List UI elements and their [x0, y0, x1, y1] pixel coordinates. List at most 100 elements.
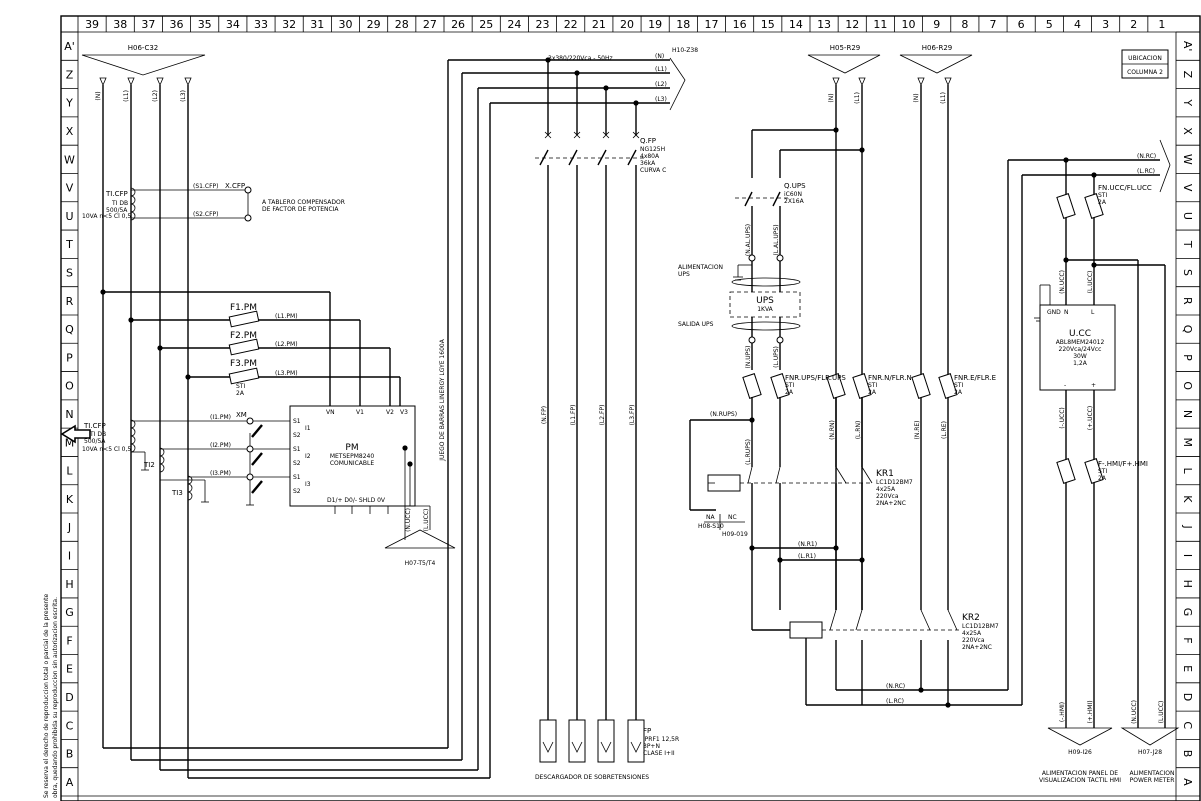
fuse-f1-pm: F1.PM	[230, 303, 257, 313]
ucc-section: FN.UCC/FL.UCC STI 2A (N.UCC) (L.UCC) GND…	[1034, 160, 1180, 784]
surge-fp-class: CLASE I+II	[643, 750, 675, 757]
ucc-title: U.CC	[1069, 329, 1091, 339]
row-letter-left: V	[66, 182, 74, 195]
breaker-q-ups-rating: 2X16A	[784, 198, 805, 205]
row-letter-left: Q	[65, 323, 74, 336]
breaker-q-ups-label: Q.UPS	[784, 182, 806, 190]
wire-n-ups: (N.UPS)	[745, 346, 752, 369]
pm-s1-b: S1	[293, 446, 301, 453]
fuse-rn-sti: STI	[868, 382, 877, 389]
row-letter-left: N	[65, 408, 73, 421]
row-letter-left: E	[66, 663, 73, 676]
pm-v2: V2	[386, 409, 394, 416]
ct-cfp-spec: TI DB	[111, 200, 128, 207]
ct-cfp-va: 10VA n<5 Cl 0,5	[82, 213, 131, 220]
pm-comm-terminals: D1/+ D0/- SHLD 0V	[327, 497, 386, 504]
ct-pm-ratio: 500/5A	[84, 438, 106, 445]
hmi-feed-label-1: ALIMENTACION PANEL DE	[1042, 770, 1118, 777]
pm-vn: VN	[326, 409, 335, 416]
wire-l3: (L3)	[180, 90, 187, 102]
row-letter-right: V	[1181, 184, 1194, 192]
column-number: 21	[592, 18, 606, 31]
row-letter-right: W	[1181, 154, 1194, 165]
fuse-hmi-label: F-.HMI/F+.HMI	[1098, 460, 1148, 468]
surge-fp-poles: 3P+N	[643, 743, 660, 750]
pm-v3: V3	[400, 409, 408, 416]
relay-kr2-label: KR2	[962, 613, 980, 623]
ucc-gnd: GND	[1047, 309, 1061, 316]
ct-pm: TI.CFP TI DB 500/5A 10VA n<5 Cl 0,5 TI2 …	[82, 411, 290, 506]
wire-l1-pm: (L1.PM)	[275, 313, 298, 320]
copyright-note-line-2: obra, quedando prohibida su reproduccion…	[52, 597, 59, 798]
wire-l-r1: (L.R1)	[798, 553, 816, 560]
row-letter-left: M	[65, 436, 75, 449]
fuse-ups-rating: 2A	[785, 389, 794, 396]
column-number: 8	[961, 18, 968, 31]
ct-pm-va: 10VA n<5 Cl 0,5	[82, 446, 131, 453]
ref-h08-s10: H08-S10	[698, 523, 724, 530]
column-number: 32	[282, 18, 296, 31]
row-letter-right: Z	[1181, 71, 1194, 79]
breaker-q-fp-label: Q.FP	[640, 137, 656, 145]
column-number: 17	[704, 18, 718, 31]
row-letter-right: R	[1181, 297, 1194, 305]
wire-n-ucc-pm-feed: (N.UCC)	[1131, 700, 1138, 724]
ucc-power: 30W	[1073, 353, 1087, 360]
column-number: 24	[507, 18, 521, 31]
row-letter-right: M	[1181, 438, 1194, 448]
fuse-f2-pm: F2.PM	[230, 331, 257, 341]
wire-l3-pm: (L3.PM)	[275, 370, 298, 377]
pm-i1: I1	[305, 425, 311, 432]
row-letter-right: X	[1181, 127, 1194, 135]
ct-cfp: TI.CFP TI DB 500/5A 10VA n<5 Cl 0,5 (S1.…	[82, 182, 345, 222]
surge-fp-model: iPRF1 12,5R	[643, 736, 679, 743]
relay-kr1-model: LC1D12BM7	[876, 479, 913, 486]
wire-i2-pm: (I2.PM)	[210, 442, 231, 449]
feed-h06-r29: H06-R29 (N) (L1)	[899, 44, 973, 104]
row-letter-left: R	[66, 295, 74, 308]
column-number: 1	[1158, 18, 1165, 31]
column-number: 10	[902, 18, 916, 31]
copyright-note: Se reserva el derecho de reproduccion to…	[43, 593, 59, 798]
row-letter-left: U	[65, 210, 73, 223]
wire-n-top-1: (N)	[828, 93, 835, 102]
row-letter-left: L	[66, 465, 73, 478]
wire-l2: (L2)	[152, 90, 159, 102]
pm-s1-c: S1	[293, 474, 301, 481]
row-letter-right: Y	[1181, 98, 1194, 106]
row-letter-left: F	[66, 634, 72, 647]
cfp-note-1: A TABLERO COMPENSADOR	[262, 199, 345, 206]
column-number: 18	[676, 18, 690, 31]
pm-comm: COMUNICABLE	[330, 460, 374, 467]
terminal-x-cfp: X.CFP	[225, 182, 245, 190]
contact-nc: NC	[728, 514, 737, 521]
column-number: 39	[85, 18, 99, 31]
breaker-q-ups-model: iC60N	[784, 191, 802, 198]
fuse-ups-sti: STI	[785, 382, 794, 389]
ref-h07-t5t4: H07-T5/T4	[405, 560, 436, 567]
column-number: 4	[1074, 18, 1081, 31]
column-number: 16	[733, 18, 747, 31]
ref-h05-r29: H05-R29	[830, 44, 860, 52]
wire-n-re: (N.RE)	[914, 420, 921, 439]
breaker-q-fp-rating: 4x80A	[640, 153, 660, 160]
wire-l1-top-1: (L1)	[854, 92, 861, 104]
relay-kr1-contacts: 2NA+2NC	[876, 500, 906, 507]
column-number: 13	[817, 18, 831, 31]
wire-plus-ucc: (+.UCC)	[1087, 406, 1094, 430]
location-value: COLUMNA 2	[1127, 69, 1163, 76]
ct-pm-label: TI.CFP	[83, 422, 106, 430]
row-letter-left: C	[66, 719, 74, 732]
row-letter-right: J	[1181, 525, 1194, 529]
relay-kr2-contacts: 2NA+2NC	[962, 644, 992, 651]
row-letter-left: Y	[65, 97, 73, 110]
ucc-voltage: 220Vca/24Vcc	[1059, 346, 1102, 353]
column-number: 15	[761, 18, 775, 31]
ct-ti3: TI3	[171, 489, 183, 497]
row-letter-left: A	[66, 776, 74, 789]
pm-s2-c: S2	[293, 488, 301, 495]
wire-n-rups: (N.RUPS)	[710, 411, 737, 418]
wire-l2-fp: (L2.FP)	[599, 405, 606, 426]
column-number: 33	[254, 18, 268, 31]
bus-n: (N)	[655, 53, 664, 60]
